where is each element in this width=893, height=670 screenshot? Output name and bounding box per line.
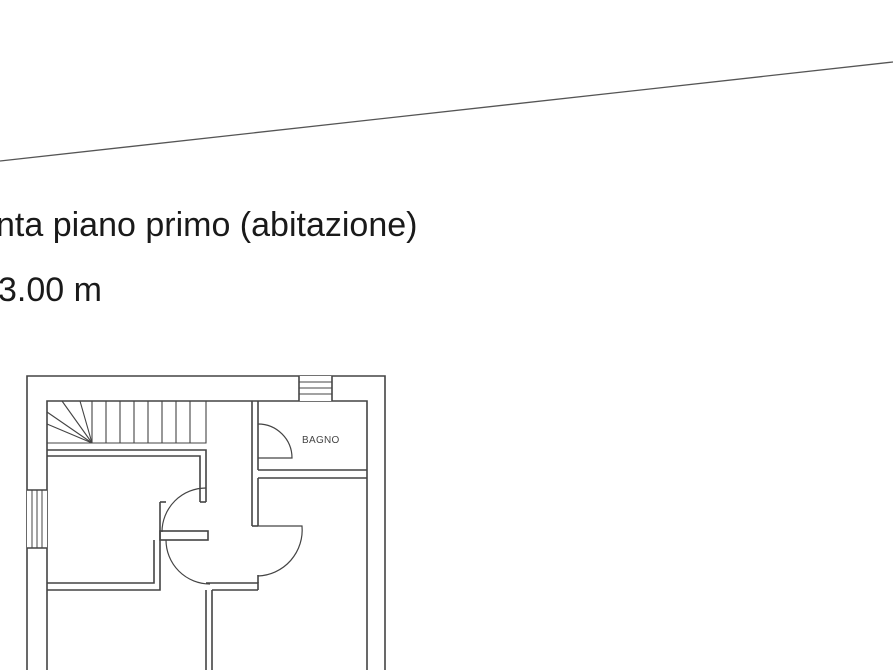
corridor-walls	[159, 530, 259, 670]
staircase	[46, 400, 207, 444]
top-window	[298, 376, 333, 401]
room-label-bathroom: BAGNO	[302, 435, 340, 446]
corridor-door-swing	[165, 539, 211, 585]
door-swings	[161, 423, 303, 585]
right-room-door-swing	[257, 525, 303, 577]
right-room-walls	[251, 478, 259, 583]
left-room-door-swing	[161, 487, 207, 533]
floor-height-label: 3.00 m	[0, 271, 102, 309]
roof-slope-line	[0, 61, 893, 162]
floor-plan	[26, 375, 386, 670]
interior-walls-left	[47, 449, 207, 591]
left-window	[27, 489, 47, 549]
drawing-title: nta piano primo (abitazione)	[0, 206, 418, 244]
bathroom-door-swing	[257, 423, 293, 459]
